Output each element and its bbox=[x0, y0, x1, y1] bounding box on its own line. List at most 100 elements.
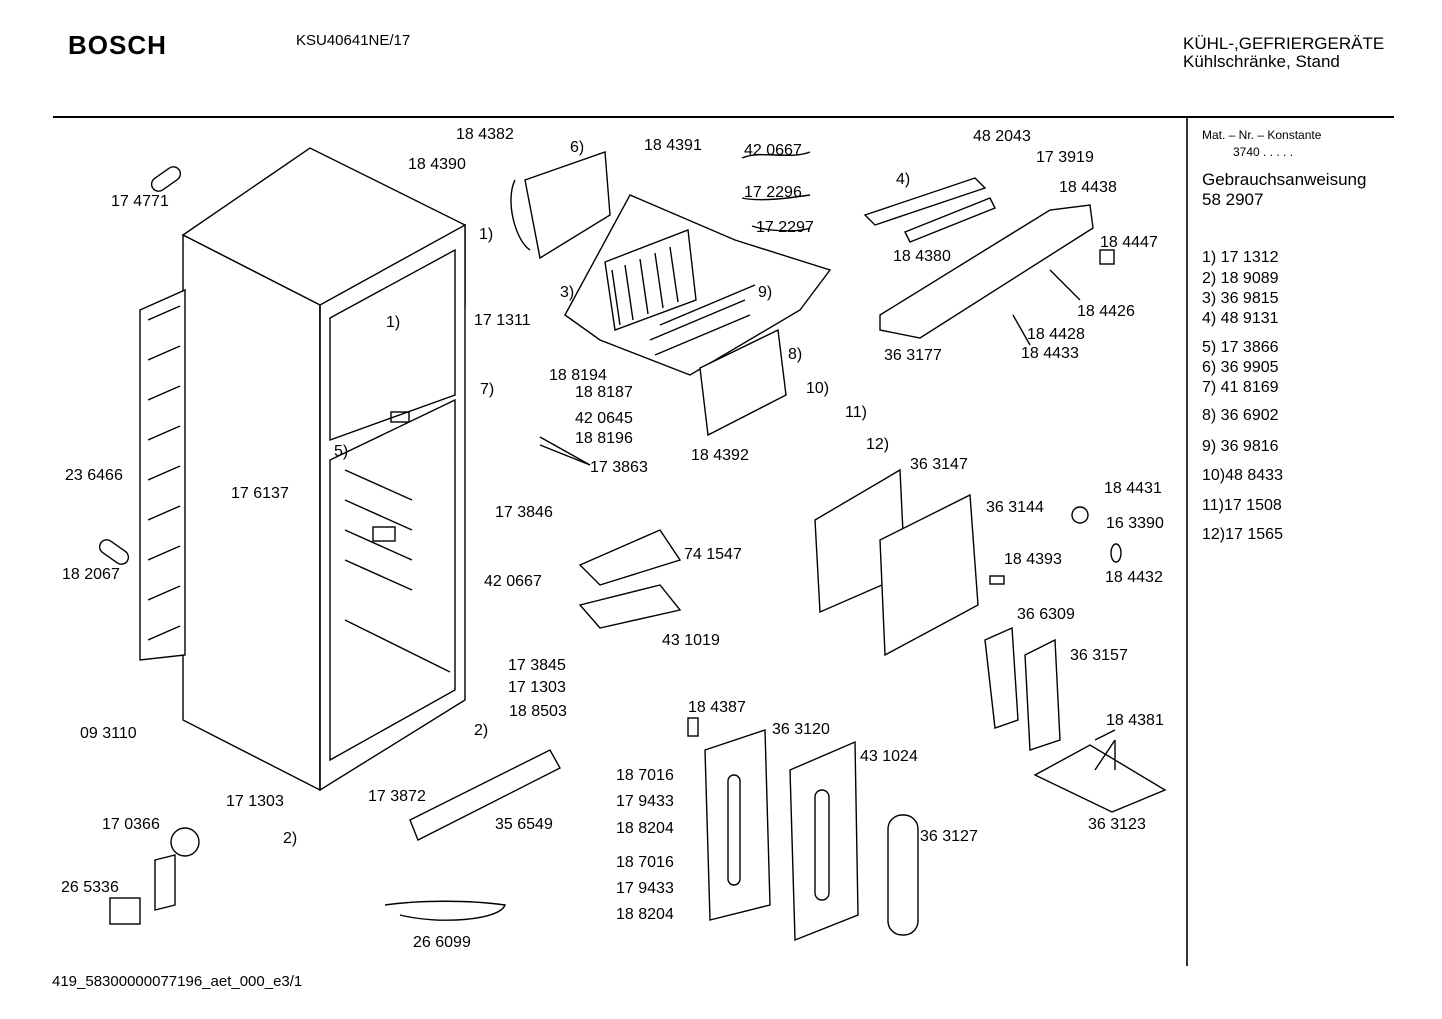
part-label: 17 4771 bbox=[111, 193, 169, 210]
clip-part bbox=[687, 717, 699, 737]
part-label: 10) bbox=[806, 380, 830, 397]
category-subtitle: Kühlschränke, Stand bbox=[1183, 52, 1340, 71]
manual-label: Gebrauchsanweisung bbox=[1202, 170, 1367, 189]
legend-item: 4) 48 9131 bbox=[1202, 310, 1279, 327]
part-label: 43 1024 bbox=[860, 748, 918, 765]
part-label: 5) bbox=[334, 443, 349, 460]
part-label: 18 4381 bbox=[1106, 712, 1164, 729]
part-label: 36 3127 bbox=[920, 828, 978, 845]
legend-item: 3) 36 9815 bbox=[1202, 290, 1279, 307]
part-label: 2) bbox=[474, 722, 489, 739]
legend-item: 12)17 1565 bbox=[1202, 526, 1283, 543]
module-bar bbox=[904, 197, 996, 243]
part-label: 18 4391 bbox=[644, 137, 702, 154]
part-label: 18 4428 bbox=[1027, 326, 1085, 343]
door-panel-left bbox=[704, 729, 771, 921]
model-number: KSU40641NE/17 bbox=[296, 32, 411, 49]
part-label: 7) bbox=[480, 381, 495, 398]
part-label: 18 2067 bbox=[62, 566, 120, 583]
wire-3 bbox=[751, 225, 811, 232]
part-label: 18 7016 bbox=[616, 767, 674, 784]
part-label: 2) bbox=[283, 830, 298, 847]
tray-plate bbox=[1033, 744, 1167, 813]
cover-plate bbox=[699, 328, 787, 437]
mat-label: Mat. – Nr. – Konstante bbox=[1202, 128, 1322, 142]
part-label: 18 4432 bbox=[1105, 569, 1163, 586]
part-label: 16 3390 bbox=[1106, 515, 1164, 532]
part-label: 42 0667 bbox=[744, 142, 802, 159]
part-label: 1) bbox=[386, 314, 401, 331]
part-label: 17 3863 bbox=[590, 459, 648, 476]
part-label: 18 8187 bbox=[575, 384, 633, 401]
part-label: 18 8196 bbox=[575, 430, 633, 447]
part-label: 18 8204 bbox=[616, 906, 674, 923]
ring-part bbox=[1071, 506, 1089, 524]
part-label: 1) bbox=[479, 226, 494, 243]
evaporator-fins bbox=[604, 229, 756, 356]
brand-logo: BOSCH bbox=[68, 30, 167, 60]
part-label: 17 3845 bbox=[508, 657, 566, 674]
part-label: 18 4393 bbox=[1004, 551, 1062, 568]
part-label: 11) bbox=[845, 404, 867, 421]
part-label: 18 4447 bbox=[1100, 234, 1158, 251]
part-label: 23 6466 bbox=[65, 467, 123, 484]
part-label: 36 3157 bbox=[1070, 647, 1128, 664]
part-label: 18 8503 bbox=[509, 703, 567, 720]
legend-item: 8) 36 6902 bbox=[1202, 407, 1279, 424]
part-label: 42 0645 bbox=[575, 410, 633, 427]
part-label: 6) bbox=[570, 139, 585, 156]
part-label: 26 6099 bbox=[413, 934, 471, 951]
fan-bracket bbox=[154, 854, 176, 911]
legend-item: 11)17 1508 bbox=[1202, 497, 1282, 514]
electronic-module bbox=[863, 177, 987, 226]
fan-blade bbox=[170, 827, 200, 857]
legend-item: 7) 41 8169 bbox=[1202, 379, 1279, 396]
cover-wire bbox=[510, 179, 531, 251]
control-panel bbox=[879, 204, 1094, 339]
part-label: 18 4382 bbox=[456, 126, 514, 143]
document-footer-code: 419_58300000077196_aet_000_e3/1 bbox=[52, 973, 303, 990]
legend-item: 5) 17 3866 bbox=[1202, 339, 1279, 356]
part-label: 36 3123 bbox=[1088, 816, 1146, 833]
evaporator-outline bbox=[564, 194, 832, 376]
part-label: 9) bbox=[758, 284, 773, 301]
condenser-coil bbox=[139, 288, 186, 661]
part-label: 18 4431 bbox=[1104, 480, 1162, 497]
legend-item: 10)48 8433 bbox=[1202, 467, 1283, 484]
part-label: 18 7016 bbox=[616, 854, 674, 871]
part-label: 17 1303 bbox=[508, 679, 566, 696]
category-title: KÜHL-,GEFRIERGERÄTE bbox=[1183, 34, 1385, 53]
part-label: 3) bbox=[560, 284, 575, 301]
part-label: 18 4380 bbox=[893, 248, 951, 265]
part-label: 18 4387 bbox=[688, 699, 746, 716]
part-label: 17 1303 bbox=[226, 793, 284, 810]
o-ring bbox=[1110, 543, 1122, 563]
legend-item: 2) 18 9089 bbox=[1202, 270, 1279, 287]
evaporator-cover bbox=[524, 151, 611, 260]
part-label: 12) bbox=[866, 436, 890, 453]
part-label: 18 4392 bbox=[691, 447, 749, 464]
part-label: 36 3144 bbox=[986, 499, 1044, 516]
part-label: 18 4390 bbox=[408, 156, 466, 173]
part-label: 17 2296 bbox=[744, 184, 802, 201]
cylinder-part-bottom bbox=[98, 539, 130, 565]
small-switch bbox=[1099, 249, 1115, 265]
part-label: 43 1019 bbox=[662, 632, 720, 649]
door-panel-left-slot bbox=[727, 774, 741, 886]
small-block bbox=[989, 575, 1005, 585]
part-label: 17 3846 bbox=[495, 504, 553, 521]
part-label: 36 6309 bbox=[1017, 606, 1075, 623]
part-label: 09 3110 bbox=[80, 725, 137, 742]
part-label: 36 3120 bbox=[772, 721, 830, 738]
part-label: 8) bbox=[788, 346, 803, 363]
part-label: 17 1311 bbox=[474, 312, 531, 329]
wire-2 bbox=[741, 194, 811, 201]
door-panel-right-slot bbox=[814, 789, 830, 901]
part-label: 18 4426 bbox=[1077, 303, 1135, 320]
door-bin-a bbox=[984, 626, 1019, 729]
part-label: 17 6137 bbox=[231, 485, 289, 502]
part-label: 17 0366 bbox=[102, 816, 160, 833]
door-shelf bbox=[409, 749, 561, 841]
part-label: 35 6549 bbox=[495, 816, 553, 833]
